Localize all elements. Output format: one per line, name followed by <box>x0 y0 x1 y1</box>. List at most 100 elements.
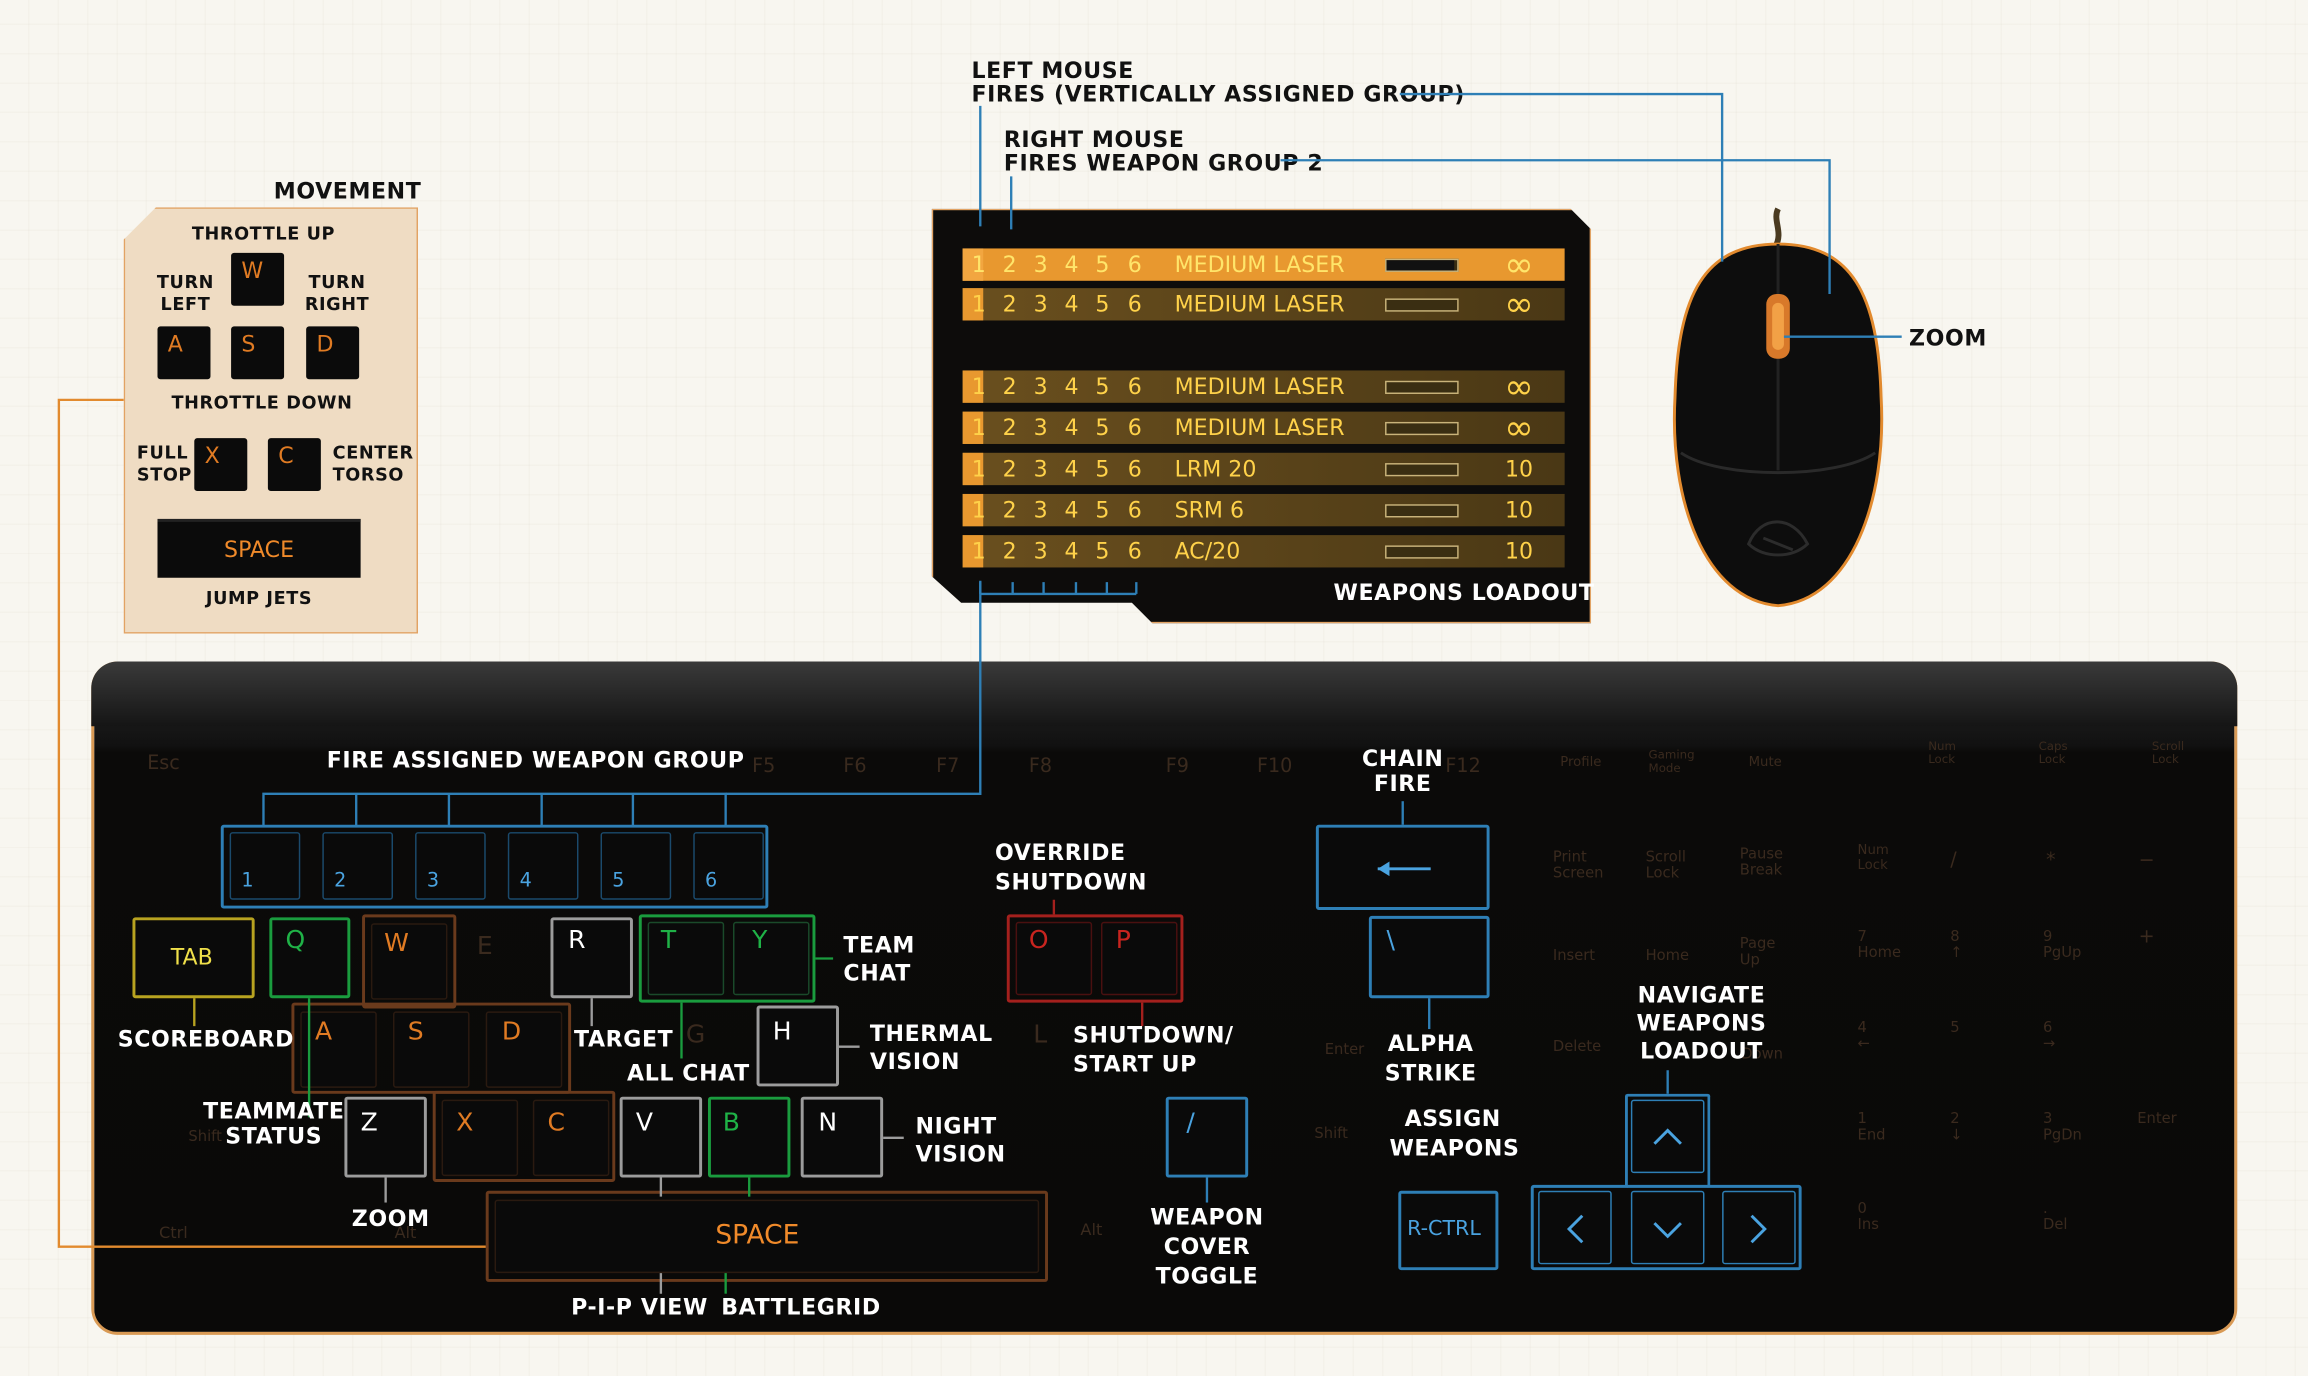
weapon-cooldown-bar <box>1385 504 1459 518</box>
ghost-key-num-plus: + <box>2138 926 2155 949</box>
weapon-group-number: 1 <box>971 496 986 524</box>
weapon-name: LRM 20 <box>1174 455 1257 483</box>
key-slash <box>1165 1096 1249 1178</box>
left-mouse-label: LEFT MOUSE FIRES (VERTICALLY ASSIGNED GR… <box>971 57 1465 108</box>
battlegrid-label: BATTLEGRID <box>721 1293 881 1321</box>
weapon-group-number: 6 <box>1127 496 1142 524</box>
ghost-key-num-1: 1 End <box>1857 1111 1886 1144</box>
key-4-label: 4 <box>519 870 532 893</box>
weapon-cooldown-bar <box>1385 258 1459 272</box>
ghost-key-num-6: 6 → <box>2042 1020 2056 1053</box>
weapon-group-number: 3 <box>1033 414 1048 442</box>
key-n <box>800 1096 884 1178</box>
keyboard-top-bezel <box>91 661 2238 727</box>
weapon-group-number: 2 <box>1002 538 1017 565</box>
ghost-key-num-0: 0 Ins <box>1857 1201 1879 1234</box>
ghost-key-l: L <box>1033 1020 1048 1050</box>
weapon-name: MEDIUM LASER <box>1174 251 1345 278</box>
weapon-cooldown-bar <box>1385 545 1459 559</box>
weapon-group-1-cell <box>962 452 984 486</box>
thermal-vision-label: THERMAL VISION <box>869 1020 993 1075</box>
ghost-key-enter: Enter <box>1324 1042 1365 1059</box>
movement-key-s: S <box>231 326 285 380</box>
weapon-group-number: 5 <box>1095 373 1110 400</box>
weapon-group-number: 6 <box>1127 414 1142 442</box>
chevron-down-icon <box>1653 1222 1682 1239</box>
scoreboard-label: SCOREBOARD <box>117 1026 295 1053</box>
weapon-name: SRM 6 <box>1174 496 1245 524</box>
weapon-ammo: ∞ <box>1504 244 1534 286</box>
movement-key-a: A <box>157 326 211 380</box>
weapon-group-number: 3 <box>1033 373 1048 400</box>
ghost-key-scroll-lock: Scroll Lock <box>1645 849 1686 883</box>
key-3 <box>415 832 486 900</box>
key-b <box>707 1096 791 1178</box>
weapon-group-number: 5 <box>1095 496 1110 524</box>
key-w-label: W <box>384 929 409 959</box>
teammate-status-label: TEAMMATE STATUS <box>203 1098 345 1150</box>
key-5 <box>600 832 672 900</box>
key-1-label: 1 <box>241 870 254 893</box>
key-arrow-left <box>1538 1190 1612 1265</box>
weapon-group-number: 3 <box>1033 538 1048 565</box>
key-backslash-label: \ <box>1386 926 1395 956</box>
key-q-label: Q <box>285 926 306 956</box>
weapon-group-number: 1 <box>971 373 986 400</box>
key-space-label: SPACE <box>715 1220 800 1252</box>
zoom-label: ZOOM <box>351 1205 430 1232</box>
weapon-group-number: 5 <box>1095 538 1110 565</box>
key-a <box>300 1011 377 1088</box>
weapon-group-number: 6 <box>1127 373 1142 400</box>
arrow-cluster-outline <box>1530 1184 1802 1271</box>
ghost-key-page-up: Page Up <box>1739 936 1776 969</box>
ghost-key-num-enter: Enter <box>2137 1111 2177 1128</box>
alpha-strike-label: ALPHA STRIKE <box>1384 1030 1477 1087</box>
arrow-up-outline <box>1624 1093 1711 1188</box>
key-r-label: R <box>568 926 586 956</box>
chevron-left-icon <box>1566 1214 1584 1244</box>
key-q <box>269 917 351 999</box>
jump-jets-label: JUMP JETS <box>205 588 313 609</box>
key-r <box>550 917 633 999</box>
weapon-group-number: 6 <box>1127 251 1142 278</box>
navigate-loadout-label: NAVIGATE WEAPONS LOADOUT <box>1636 982 1767 1065</box>
weapon-group-1-cell <box>962 248 984 281</box>
weapon-group-number: 2 <box>1002 251 1017 278</box>
ghost-key-num-3: 3 PgDn <box>2042 1111 2082 1144</box>
weapon-group-number: 4 <box>1064 251 1079 278</box>
key-v-label: V <box>635 1108 653 1138</box>
ghost-key-num-minus: − <box>2138 849 2155 872</box>
ghost-key-ctrl: Ctrl <box>158 1223 188 1243</box>
key-z <box>344 1096 427 1178</box>
movement-key-c: C <box>267 438 321 492</box>
left-arrow-icon <box>1377 861 1431 877</box>
ghost-key-delete: Delete <box>1552 1039 1602 1056</box>
key-x-label: X <box>456 1108 474 1138</box>
ghost-key-num-7: 7 Home <box>1857 929 1902 962</box>
weapon-group-number: 5 <box>1095 291 1110 318</box>
weapon-ammo: 10 <box>1504 496 1534 524</box>
movement-key-x: X <box>194 438 248 492</box>
key-c-label: C <box>547 1108 566 1138</box>
ty-group-outline <box>638 914 816 1003</box>
pip-view-label: P-I-P VIEW <box>571 1293 708 1321</box>
ghost-key-caps-lock-top: Caps Lock <box>2038 739 2068 766</box>
weapon-group-number: 2 <box>1002 414 1017 442</box>
number-keys-outline <box>220 824 769 909</box>
ghost-key-num-slash: / <box>1950 849 1957 872</box>
ghost-key-alt-right: Alt <box>1080 1220 1103 1240</box>
key-6 <box>693 832 764 900</box>
ghost-key-f6: F6 <box>843 755 867 778</box>
key-p <box>1100 921 1178 996</box>
key-c <box>532 1099 610 1177</box>
weapon-group-number: 5 <box>1095 251 1110 278</box>
turn-left-label: TURN LEFT <box>156 271 215 315</box>
key-space <box>494 1199 1040 1274</box>
right-mouse-label: RIGHT MOUSE FIRES WEAPON GROUP 2 <box>1003 126 1324 177</box>
weapon-cooldown-bar <box>1385 298 1459 312</box>
